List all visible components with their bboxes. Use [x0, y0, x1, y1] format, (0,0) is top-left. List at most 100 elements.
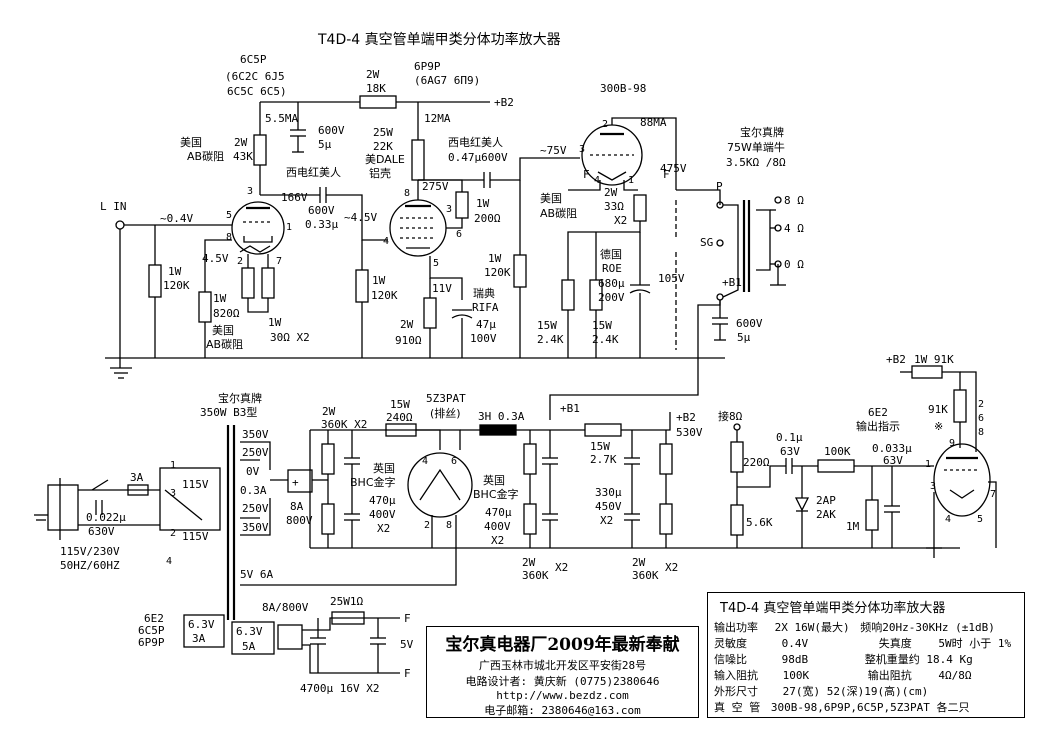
mains-cap-v: 630V	[88, 525, 115, 538]
output-f-right: F	[663, 168, 670, 181]
ind-r56k-label: 5.6K	[746, 516, 773, 529]
svg-text:2: 2	[978, 399, 984, 410]
pt-cap-brand-1: 英国	[373, 461, 395, 475]
ind-r100k	[817, 459, 855, 473]
output-hum-resistor	[633, 194, 647, 222]
output-bias-res-1: 15W	[537, 319, 557, 332]
output-res-power: 2W	[604, 186, 618, 199]
r15w: 15W	[390, 398, 410, 411]
decoupling-res-power: 2W	[366, 68, 380, 81]
output-f-left: F	[583, 168, 590, 181]
spec-row-6: 真 空 管 300B-98,6P9P,6C5P,5Z3PAT 各二只	[714, 701, 970, 714]
pt-sec-250a: 250V	[242, 446, 269, 459]
stage1-cathode-voltage: 4.5V	[202, 252, 229, 265]
svg-text:2: 2	[170, 528, 176, 539]
coupling2-grid-resistor	[513, 254, 527, 288]
tap-8-ohm[interactable]	[774, 196, 782, 204]
mains-fuse-label: 3A	[130, 471, 144, 484]
stage1-plate-voltage: 166V	[281, 191, 308, 204]
heater-resistor-1	[241, 267, 255, 299]
svg-text:7: 7	[276, 256, 282, 267]
pt-type: 350W B3型	[200, 405, 257, 419]
stage1-cathode-res-power: 1W	[213, 292, 227, 305]
output-res-brand-1: 美国	[540, 192, 562, 205]
svg-text:4: 4	[945, 514, 951, 525]
stage2-plate-resistor	[411, 139, 425, 181]
b1-label: +B1	[560, 402, 580, 415]
ot-brand: 宝尔真牌	[740, 125, 784, 139]
rect-sub: (排丝)	[430, 406, 461, 420]
stage2-cap-brand-1: 瑞典	[473, 286, 495, 300]
stage2-tube: 6P9P	[414, 60, 441, 73]
input-jack[interactable]	[115, 220, 125, 230]
r25w-resistor	[331, 611, 365, 625]
bleed-resistor-2	[321, 503, 335, 535]
b2-label-top: +B2	[494, 96, 514, 109]
f-out2: F	[404, 667, 411, 680]
ot-cap-value: 5μ	[737, 331, 751, 344]
svg-text:8: 8	[978, 427, 984, 438]
pt-primary-2: 115V	[182, 530, 209, 543]
heater-5v: 5V 6A	[240, 568, 273, 581]
ot-sg: SG	[700, 236, 713, 249]
heater-6v: 6.3V	[188, 618, 215, 631]
stage2-plate-res-brand-2: 铝壳	[369, 166, 391, 180]
stage2-current: 12MA	[424, 112, 451, 125]
tap-4-ohm[interactable]	[774, 224, 782, 232]
svg-text:3: 3	[579, 144, 585, 155]
ind-tap-point[interactable]	[733, 423, 741, 431]
ind-cap-033-v: 63V	[883, 454, 903, 467]
maker-designer: 电路设计者: 黄庆新 (0775)2380646	[465, 675, 660, 688]
stage2-plate-voltage: 275V	[422, 180, 449, 193]
pt-sec-03a: 0.3A	[240, 484, 267, 497]
stage2-cap-value: 47μ	[476, 318, 496, 331]
ot-type: 75W单端牛	[727, 140, 785, 154]
svg-text:2: 2	[602, 119, 608, 130]
pt-cap-1-x: X2	[377, 522, 390, 535]
maker-email[interactable]: 电子邮箱: 2380646@163.com	[484, 704, 641, 717]
ind-r1m-label: 1M	[846, 520, 860, 533]
decoupling-res-value: 18K	[366, 82, 386, 95]
stage1-cathode-res-brand-2: AB碳阻	[206, 337, 243, 351]
svg-text:4: 4	[594, 175, 600, 186]
pt-cap-3-v: 450V	[595, 500, 622, 513]
pt-sec-0v: 0V	[246, 465, 260, 478]
rect-tube: 5Z3PAT	[426, 392, 466, 405]
ind-r-91k	[953, 389, 967, 423]
ind-r220	[730, 441, 744, 473]
pt-brand: 宝尔真牌	[218, 391, 262, 405]
ind-r56k	[730, 504, 744, 536]
ind-r220-label: 220Ω	[743, 456, 770, 469]
b2-v: 530V	[676, 426, 703, 439]
decoupling-cap-voltage: 600V	[318, 124, 345, 137]
svg-text:9: 9	[949, 438, 955, 449]
maker-web[interactable]: http://www.bezdz.com	[496, 689, 629, 702]
stage2-cathode-res-value: 910Ω	[395, 334, 422, 347]
spec-row-4: 输入阻抗 100K 输出阻抗 4Ω/8Ω	[714, 669, 972, 682]
output-res-value: 33Ω	[604, 200, 624, 213]
stage1-grid-res-value: 120K	[163, 279, 190, 292]
svg-text:7: 7	[990, 489, 996, 500]
coupling1-voltage: 600V	[308, 204, 335, 217]
stage1-plate-res-power: 2W	[234, 136, 248, 149]
decoupling-resistor	[359, 95, 397, 109]
svg-text:6: 6	[451, 456, 457, 467]
stage2-plate-res-value: 22K	[373, 140, 393, 153]
ind-r100k-label: 100K	[824, 445, 851, 458]
power-switch[interactable]	[91, 479, 109, 491]
pt-cap2-brand-2: BHC金字	[473, 487, 519, 501]
stage1-grid-res-power: 1W	[168, 265, 182, 278]
ind-b2: +B2	[886, 353, 906, 366]
stage1-plate-res-brand-2: AB碳阻	[187, 149, 224, 163]
stage2-plate-res-brand-1: 美DALE	[365, 153, 405, 166]
mains-socket[interactable]	[47, 484, 79, 531]
spec-table: T4D-4 真空管单端甲类分体功率放大器 输出功率 2X 16W(最大) 频响2…	[707, 592, 1025, 718]
ind-cap-033: 0.033μ	[872, 442, 912, 455]
b1-feed	[549, 300, 721, 420]
coupling2-brand: 西电红美人	[448, 136, 503, 149]
svg-text:4: 4	[383, 236, 389, 247]
cap-4700: 4700μ 16V X2	[300, 682, 379, 695]
svg-text:6: 6	[978, 413, 984, 424]
pt-sec-350b: 350V	[242, 521, 269, 534]
coupling1-value: 0.33μ	[305, 218, 338, 231]
